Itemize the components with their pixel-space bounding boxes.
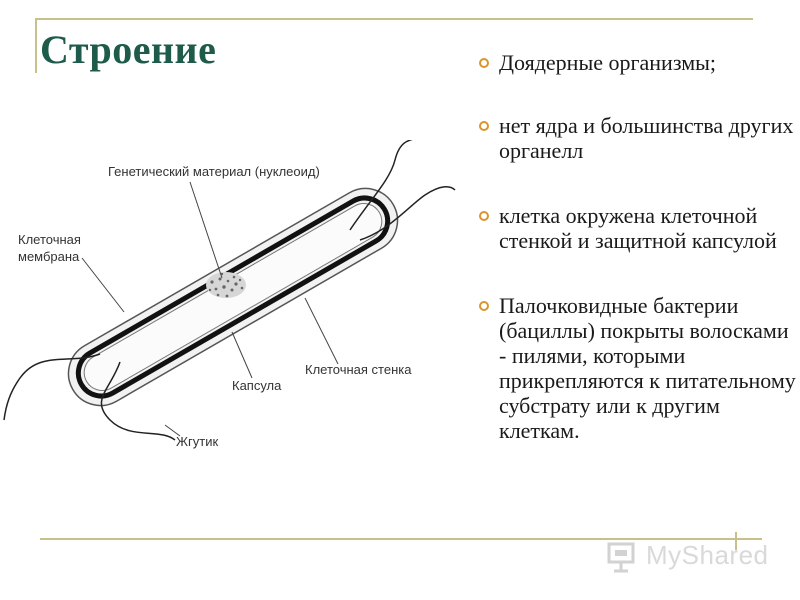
leader-flagellum	[164, 424, 181, 437]
bullet-item: Доядерные организмы;	[475, 50, 797, 75]
left-rule	[35, 18, 37, 73]
bullet-item: Палочковидные бактерии (бациллы) покрыты…	[475, 293, 797, 443]
bullet-item: нет ядра и большинства других органелл	[475, 113, 797, 163]
label-capsule: Капсула	[232, 378, 282, 393]
bullet-list: Доядерные организмы; нет ядра и большинс…	[475, 50, 797, 443]
bullet-text: нет ядра и большинства других органелл	[499, 113, 794, 163]
bacterium-diagram: Генетический материал (нуклеоид) Клеточн…	[3, 140, 456, 449]
leader-capsule	[231, 331, 253, 379]
bullet-text: клетка окружена клеточной стенкой и защи…	[499, 203, 777, 253]
bullet-ring-icon	[479, 211, 489, 221]
bottom-rule-tail	[735, 532, 737, 550]
leader-nucleoid	[189, 181, 223, 279]
label-membrane-line2: мембрана	[18, 249, 80, 264]
bullet-text: Палочковидные бактерии (бациллы) покрыты…	[499, 293, 796, 443]
bullet-ring-icon	[479, 58, 489, 68]
flagellum-right	[359, 185, 456, 241]
bullet-item: клетка окружена клеточной стенкой и защи…	[475, 203, 797, 253]
label-wall: Клеточная стенка	[305, 362, 412, 377]
myshared-logo: MyShared	[606, 538, 769, 574]
bullet-text: Доядерные организмы;	[499, 50, 717, 75]
leader-wall	[304, 297, 339, 365]
slide-title: Строение	[40, 27, 217, 72]
bullet-ring-icon	[479, 121, 489, 131]
flagellum-top-right	[349, 140, 413, 231]
label-flagellum: Жгутик	[176, 434, 218, 449]
top-rule	[35, 18, 753, 20]
label-nucleoid: Генетический материал (нуклеоид)	[108, 164, 320, 179]
presentation-screen-icon	[607, 542, 635, 573]
nucleoid-cluster	[206, 272, 246, 298]
bottom-rule	[40, 538, 762, 540]
flagellum-left	[3, 353, 101, 421]
label-membrane-line1: Клеточная	[18, 232, 81, 247]
leader-membrane	[81, 257, 125, 313]
flagellum-bottom	[100, 361, 176, 441]
logo-text: MyShared	[646, 540, 769, 570]
bullet-ring-icon	[479, 301, 489, 311]
